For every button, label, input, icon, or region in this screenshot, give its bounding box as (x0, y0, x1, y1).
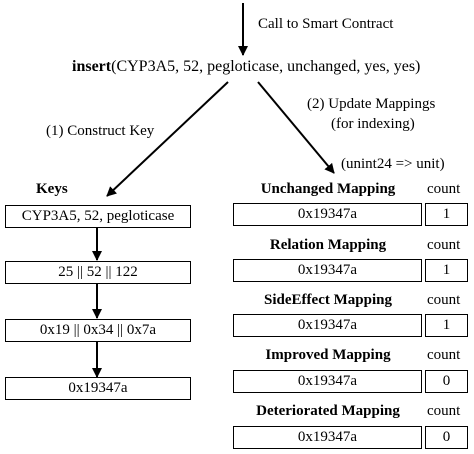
mapping-type-label: (unint24 => unit) (341, 156, 445, 172)
count-header: count (427, 237, 461, 253)
keys-title: Keys (36, 181, 68, 197)
mapping-key-cell: 0x19347a (233, 370, 422, 393)
mapping-title: Relation Mapping (269, 237, 387, 253)
construct-key-arrow (106, 81, 229, 197)
mapping-title: Improved Mapping (265, 347, 391, 363)
update-mappings-arrow (257, 81, 335, 174)
construct-key-label: (1) Construct Key (46, 123, 155, 139)
key-step-box: CYP3A5, 52, pegloticase (5, 205, 191, 228)
key-step-box: 25 || 52 || 122 (5, 261, 191, 284)
mapping-key-cell: 0x19347a (233, 259, 422, 282)
count-header: count (427, 292, 461, 308)
mapping-key-cell: 0x19347a (233, 426, 422, 449)
mapping-count-cell: 0 (425, 370, 468, 393)
mapping-title: Deteriorated Mapping (256, 403, 400, 419)
key-step-box: 0x19 || 0x34 || 0x7a (5, 319, 191, 342)
count-header: count (427, 403, 461, 419)
update-mappings-label: (2) Update Mappings (307, 96, 436, 112)
mapping-count-cell: 1 (425, 203, 468, 226)
mapping-title: Unchanged Mapping (260, 181, 396, 197)
insert-args: (CYP3A5, 52, pegloticase, unchanged, yes… (111, 58, 421, 75)
mapping-count-cell: 1 (425, 314, 468, 337)
mapping-key-cell: 0x19347a (233, 314, 422, 337)
count-header: count (427, 181, 461, 197)
insert-call: insert(CYP3A5, 52, pegloticase, unchange… (72, 58, 420, 76)
mapping-count-cell: 1 (425, 259, 468, 282)
insert-function-name: insert (72, 58, 112, 75)
call-label: Call to Smart Contract (258, 16, 394, 32)
key-step-box: 0x19347a (5, 377, 191, 400)
mapping-count-cell: 0 (425, 426, 468, 449)
mapping-title: SideEffect Mapping (264, 292, 392, 308)
count-header: count (427, 347, 461, 363)
mapping-key-cell: 0x19347a (233, 203, 422, 226)
update-mappings-sub: (for indexing) (331, 116, 415, 132)
